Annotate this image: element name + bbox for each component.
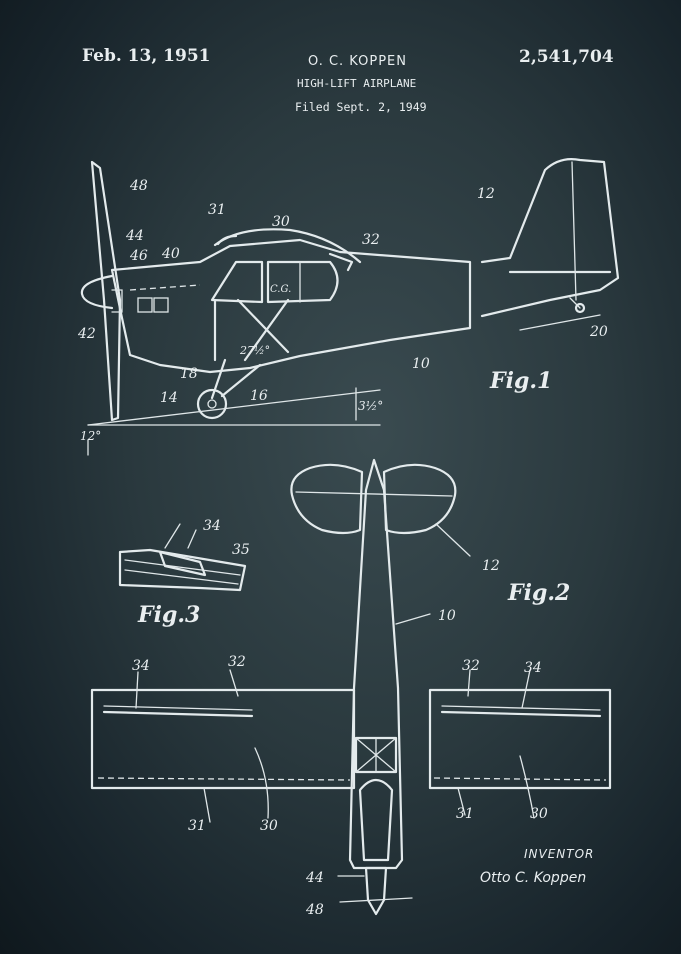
label-10-fig2: 10 xyxy=(438,608,456,624)
fig1-caption: Fig.1 xyxy=(489,368,552,394)
fig2-top-view: 12 10 34 32 30 31 32 34 30 31 44 48 Fig.… xyxy=(90,458,612,918)
propeller-blade xyxy=(90,160,122,422)
label-42: 42 xyxy=(77,326,96,342)
tail-wheel xyxy=(574,302,586,314)
label-20: 20 xyxy=(589,324,608,340)
label-31-left: 31 xyxy=(188,818,206,834)
label-14: 14 xyxy=(160,390,178,406)
slat-31 xyxy=(216,234,238,246)
main-wheel xyxy=(196,388,228,420)
gear-leg xyxy=(210,358,227,400)
label-34-left: 34 xyxy=(132,658,150,674)
label-31-right: 31 xyxy=(456,806,474,822)
label-16: 16 xyxy=(250,388,268,404)
slot-34 xyxy=(158,550,207,577)
label-cg: C.G. xyxy=(270,284,291,295)
tail-plane xyxy=(290,463,364,535)
cowl-vent-2 xyxy=(153,297,169,313)
fuselage-side xyxy=(110,238,472,374)
flap-32 xyxy=(328,252,354,272)
window-rear xyxy=(266,260,339,304)
label-40: 40 xyxy=(161,246,180,262)
window-front xyxy=(210,260,264,304)
patent-date: Feb. 13, 1951 xyxy=(82,46,211,66)
label-48-fig2: 48 xyxy=(305,902,324,918)
right-wing xyxy=(428,688,612,790)
gear-brace xyxy=(220,363,262,398)
label-18: 18 xyxy=(180,366,198,382)
label-32-fig1: 32 xyxy=(362,232,380,248)
label-32-right: 32 xyxy=(462,658,480,674)
inventor-signature: Otto C. Koppen xyxy=(480,870,586,886)
label-34-fig3: 34 xyxy=(203,518,221,534)
inventor-heading: O. C. KOPPEN xyxy=(308,54,407,69)
label-30-right: 30 xyxy=(530,806,548,822)
label-angle-3: 3½° xyxy=(358,399,383,413)
patent-number: 2,541,704 xyxy=(519,47,614,67)
left-slot-line xyxy=(102,710,254,718)
label-angle-12: 12° xyxy=(80,429,101,443)
label-12-fig1: 12 xyxy=(477,186,495,202)
label-44-fig1: 44 xyxy=(125,228,144,244)
fig3-caption: Fig.3 xyxy=(137,602,200,628)
inventor-signature-block: INVENTOR Otto C. Koppen xyxy=(480,847,594,886)
fuselage-top xyxy=(348,458,404,870)
spinner-top xyxy=(364,866,388,916)
inventor-caption: INVENTOR xyxy=(524,847,594,861)
right-slot-line xyxy=(440,710,602,718)
section-block xyxy=(118,548,247,592)
label-32-left: 32 xyxy=(228,654,246,670)
strut-b xyxy=(243,298,290,362)
fig2-caption: Fig.2 xyxy=(507,580,570,606)
label-31-fig1: 31 xyxy=(208,202,226,218)
label-27: 27½° xyxy=(239,344,270,357)
label-48: 48 xyxy=(129,178,148,194)
strut-a xyxy=(236,298,290,354)
cowl-vent-1 xyxy=(137,297,153,313)
left-wing xyxy=(90,688,356,790)
label-30-left: 30 xyxy=(260,818,278,834)
label-10-fig1: 10 xyxy=(412,356,430,372)
filing-date: Filed Sept. 2, 1949 xyxy=(295,100,427,114)
label-44-fig2: 44 xyxy=(305,870,324,886)
spinner xyxy=(80,274,114,310)
patent-title: HIGH-LIFT AIRPLANE xyxy=(297,77,417,90)
label-30-fig1: 30 xyxy=(272,214,290,230)
tail-fin xyxy=(480,158,620,318)
fig3-wing-section: 34 35 Fig.3 xyxy=(118,518,250,628)
label-12-fig2: 12 xyxy=(482,558,500,574)
nose-cowl xyxy=(358,778,394,862)
label-35: 35 xyxy=(232,542,250,558)
ground-line-incline xyxy=(87,389,381,426)
label-34-right: 34 xyxy=(524,660,542,676)
label-46: 46 xyxy=(129,248,148,264)
fig1-side-view: 48 12 31 30 32 44 46 40 42 C.G. 27½° 18 … xyxy=(77,158,620,456)
